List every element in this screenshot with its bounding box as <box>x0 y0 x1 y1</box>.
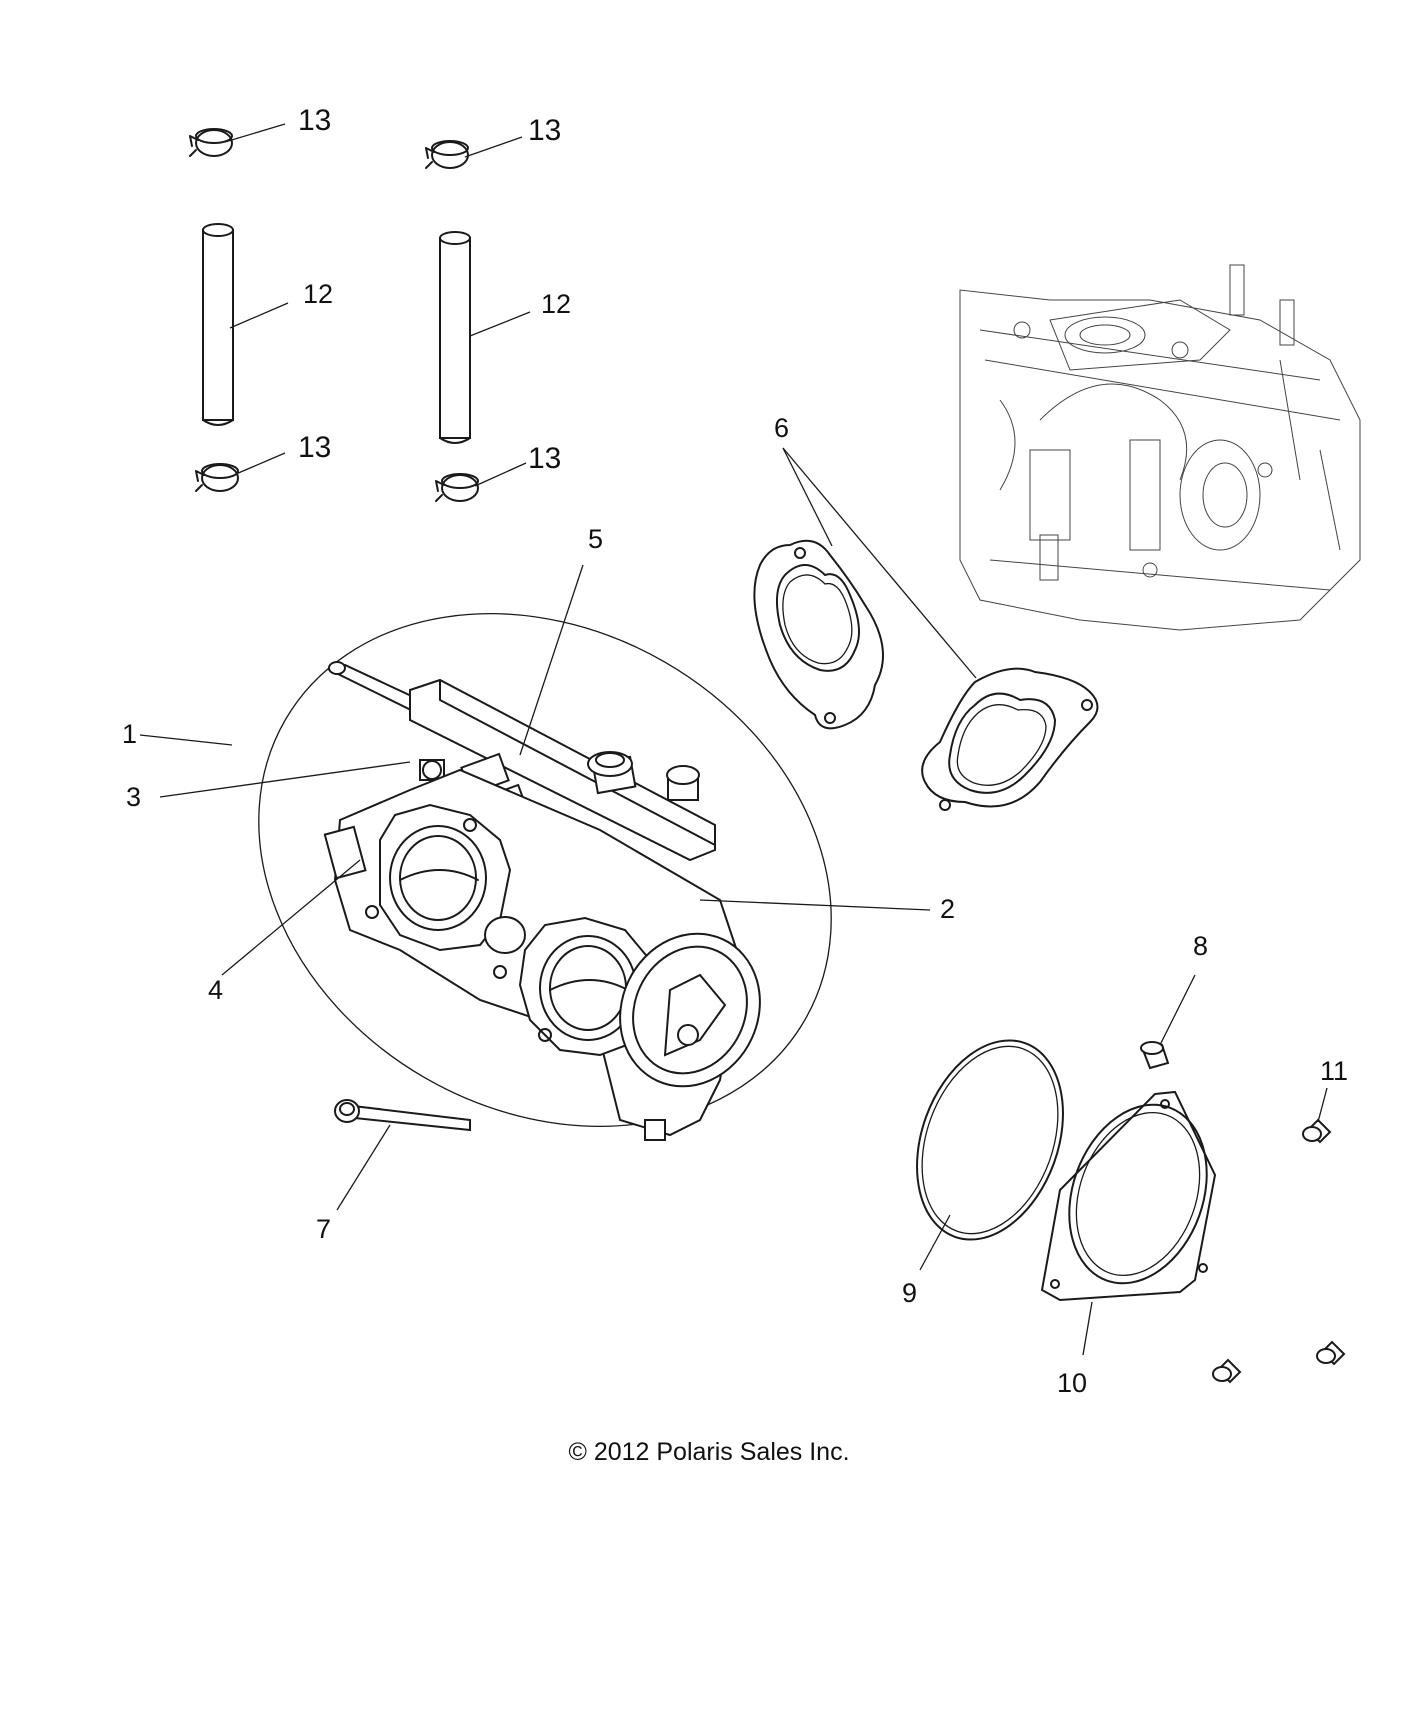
hose-clamp-bottom-left <box>195 463 239 492</box>
callout-13: 13 <box>528 442 561 475</box>
callout-2: 2 <box>940 894 955 924</box>
screw-1 <box>1302 1118 1332 1144</box>
assembly-boundary-ellipse <box>258 613 832 1127</box>
throttle-body <box>323 760 761 1141</box>
hose-left <box>202 223 234 426</box>
callout-1: 1 <box>122 719 137 749</box>
intake-gasket-upper <box>753 539 884 730</box>
callout-5: 5 <box>588 524 603 554</box>
callout-labels: 13 13 12 12 13 13 6 5 1 3 2 8 4 11 7 9 1… <box>122 104 1348 1398</box>
callout-10: 10 <box>1057 1368 1087 1398</box>
copyright-notice: © 2012 Polaris Sales Inc. <box>568 1438 850 1466</box>
screw-3 <box>1316 1340 1346 1366</box>
callout-7: 7 <box>316 1214 331 1244</box>
callout-6: 6 <box>774 413 789 443</box>
o-ring <box>916 1039 1064 1241</box>
intake-gasket-lower <box>921 667 1099 811</box>
hose-clamp-bottom-right <box>435 473 479 502</box>
callout-12: 12 <box>303 279 333 309</box>
plug-bolt <box>1140 1041 1170 1070</box>
hose-clamp-top-right <box>425 140 469 169</box>
engine-block-sketch <box>959 264 1361 631</box>
callout-12: 12 <box>541 289 571 319</box>
screw-2 <box>1212 1358 1242 1384</box>
hose-right <box>439 231 471 444</box>
callout-4: 4 <box>208 975 223 1005</box>
cover-plate <box>1040 1090 1217 1302</box>
callout-11: 11 <box>1320 1056 1348 1086</box>
callout-13: 13 <box>298 104 331 137</box>
fuel-rail <box>327 661 716 862</box>
callout-13: 13 <box>298 431 331 464</box>
hose-clamp-top-left <box>189 128 233 157</box>
callout-13: 13 <box>528 114 561 147</box>
bolt-long <box>334 1099 471 1132</box>
callout-9: 9 <box>902 1278 917 1308</box>
leader-lines <box>139 123 1328 1356</box>
callout-8: 8 <box>1193 931 1208 961</box>
callout-3: 3 <box>126 782 141 812</box>
